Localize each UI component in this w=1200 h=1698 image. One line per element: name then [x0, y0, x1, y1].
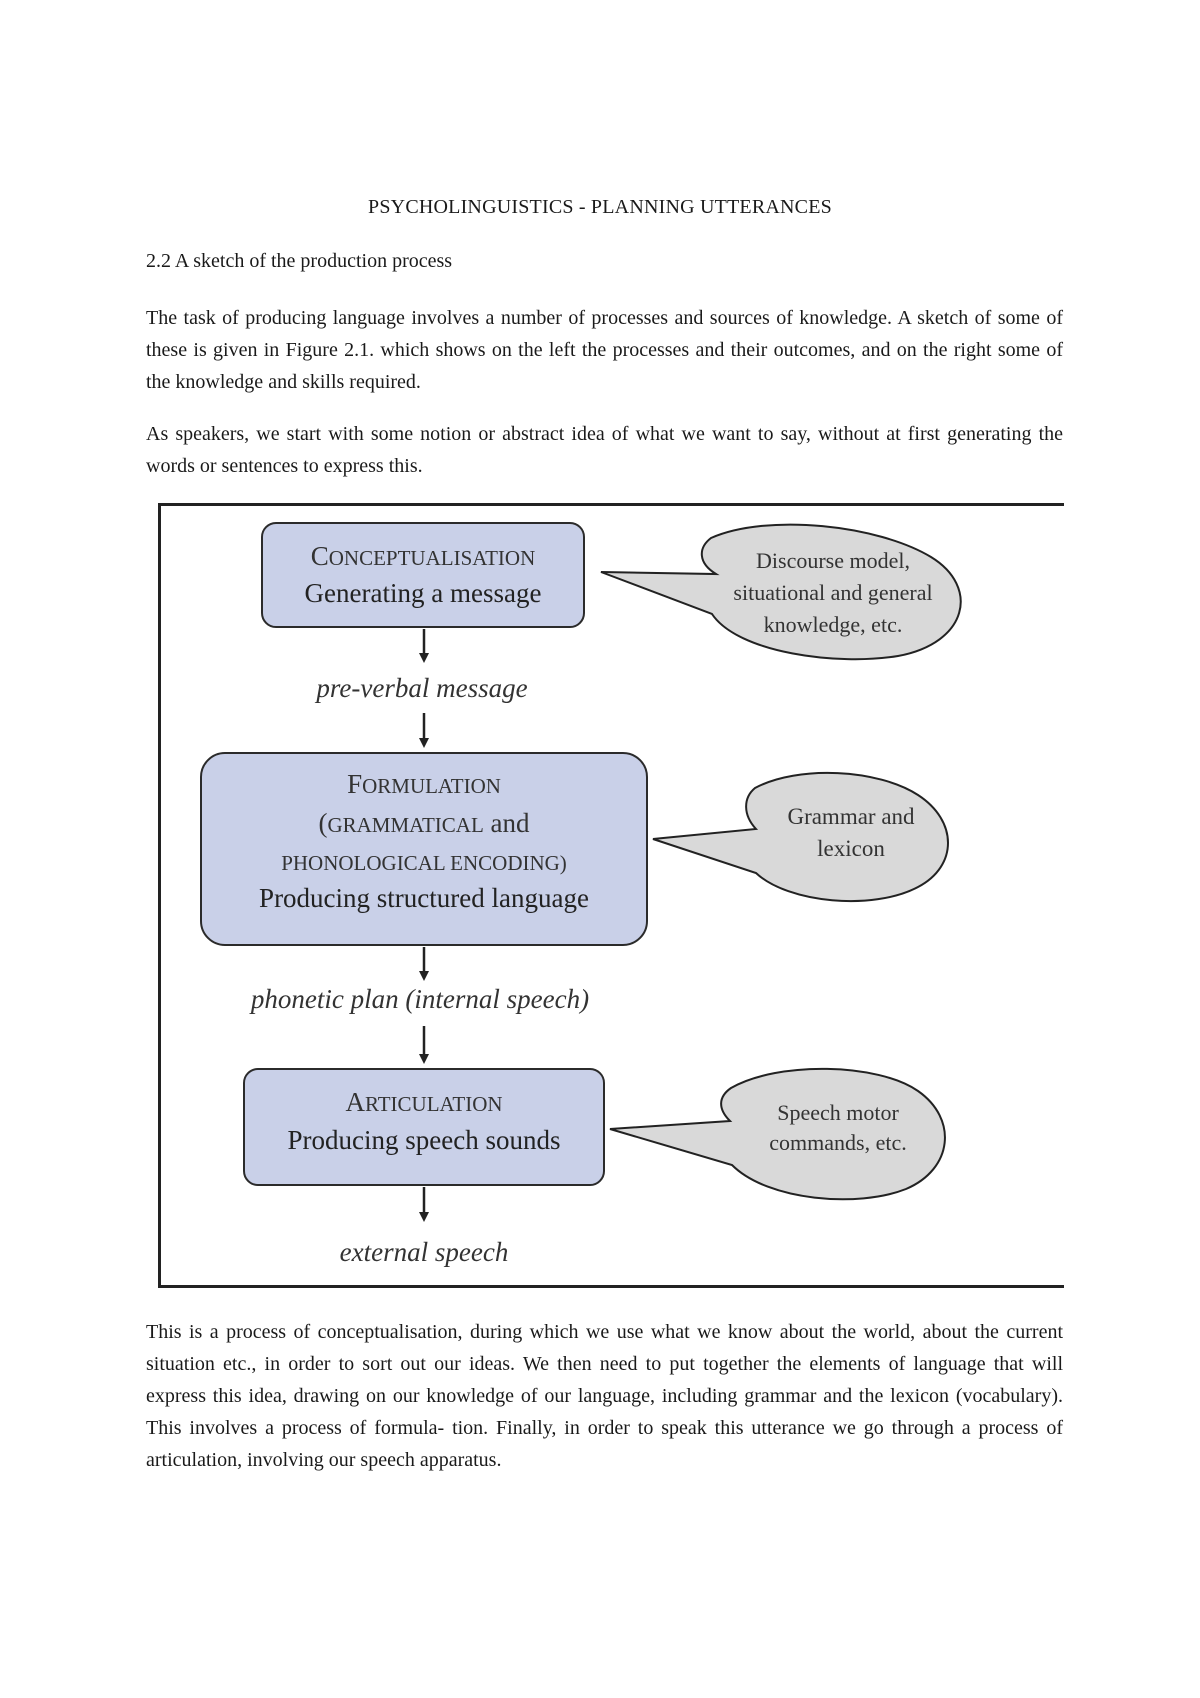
discourse-line-2: situational and general [733, 580, 932, 605]
conceptualisation-box: CONCEPTUALISATION Generating a message [261, 522, 585, 628]
external-speech-label: external speech [340, 1237, 509, 1267]
grammar-line-2: lexicon [817, 836, 885, 861]
formulation-phonological-line: PHONOLOGICAL ENCODING) [281, 851, 567, 875]
phonetic-plan-label: phonetic plan (internal speech) [249, 984, 589, 1014]
formulation-title: FORMULATION [347, 769, 501, 799]
production-process-figure: CONCEPTUALISATION Generating a message D… [158, 503, 1064, 1288]
discourse-line-1: Discourse model, [756, 548, 910, 573]
conceptualisation-title: CONCEPTUALISATION [311, 541, 536, 571]
grammar-line-1: Grammar and [787, 804, 915, 829]
paragraph-intro: The task of producing language involves … [146, 307, 1063, 393]
discourse-line-3: knowledge, etc. [764, 612, 903, 637]
paragraph-conclusion: This is a process of conceptualisation, … [146, 1321, 1063, 1471]
articulation-box: ARTICULATION Producing speech sounds [243, 1068, 605, 1186]
paragraph-speakers: As speakers, we start with some notion o… [146, 423, 1063, 477]
formulation-box: FORMULATION (GRAMMATICAL and PHONOLOGICA… [200, 752, 648, 946]
conceptualisation-subtitle: Generating a message [305, 578, 542, 608]
preverbal-message-label: pre-verbal message [314, 673, 527, 703]
document-title: PSYCHOLINGUISTICS - PLANNING UTTERANCES [368, 196, 832, 218]
speech-motor-bubble: Speech motor commands, etc. [609, 1067, 946, 1201]
formulation-subtitle: Producing structured language [259, 883, 589, 913]
figure-frame [158, 503, 1064, 1288]
grammar-lexicon-bubble: Grammar and lexicon [652, 771, 949, 903]
section-heading: 2.2 A sketch of the production process [146, 250, 453, 272]
discourse-knowledge-bubble: Discourse model, situational and general… [600, 523, 962, 661]
articulation-title: ARTICULATION [345, 1087, 502, 1117]
articulation-subtitle: Producing speech sounds [288, 1125, 561, 1155]
formulation-grammatical-line: (GRAMMATICAL and [318, 808, 530, 838]
speech-motor-line-1: Speech motor [777, 1100, 899, 1125]
speech-motor-line-2: commands, etc. [769, 1130, 906, 1155]
